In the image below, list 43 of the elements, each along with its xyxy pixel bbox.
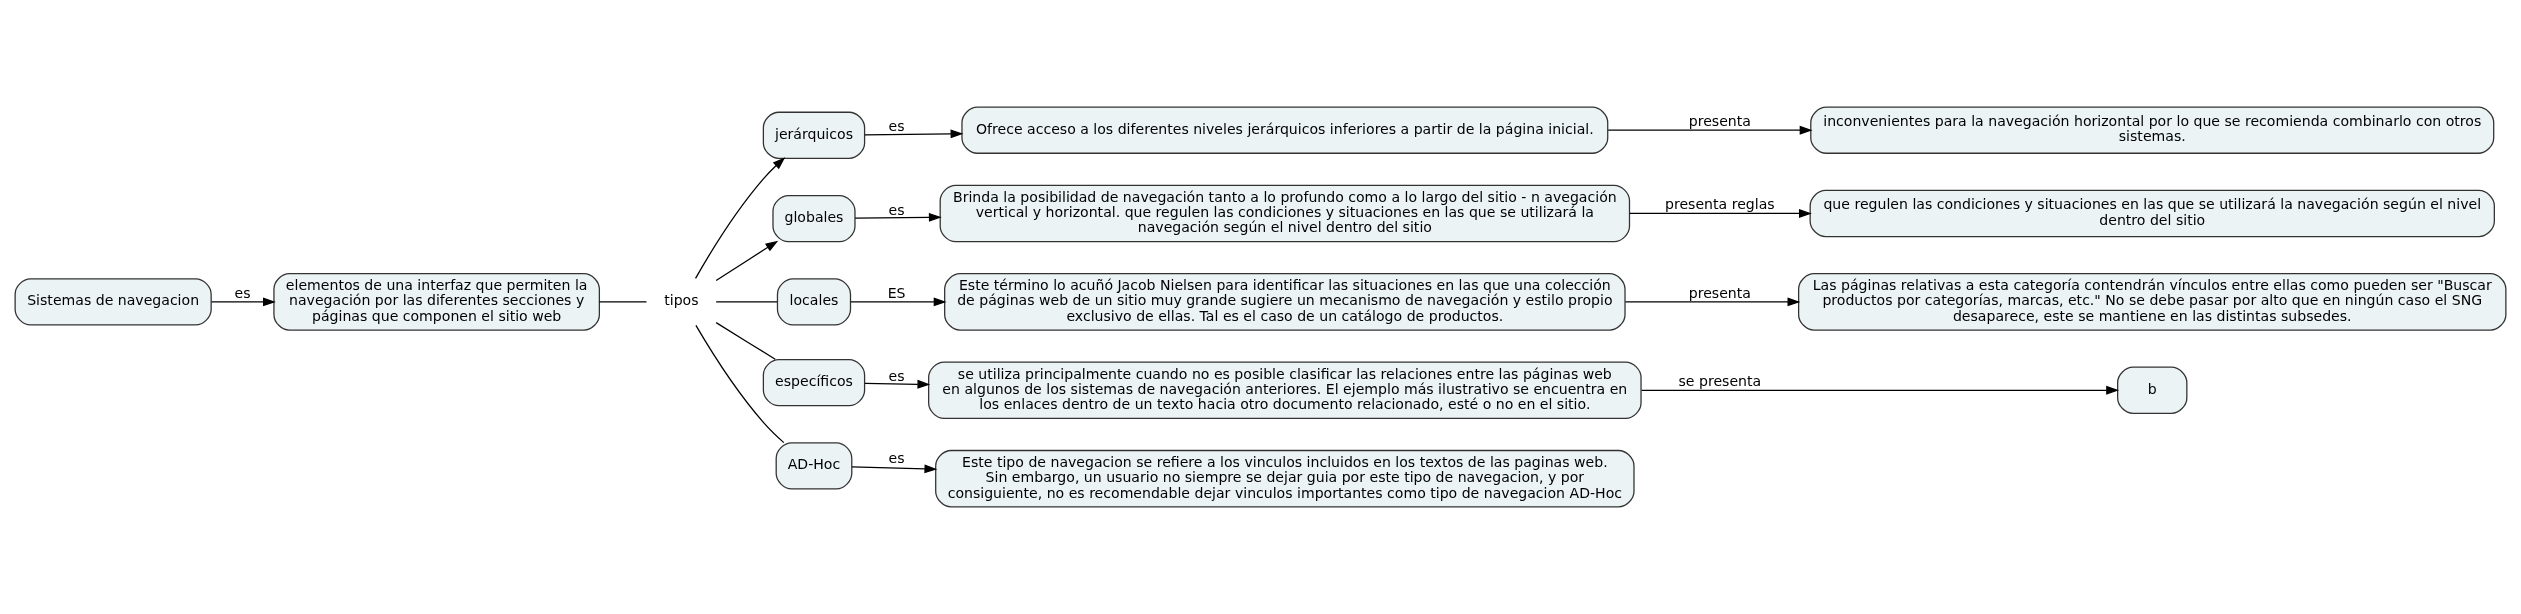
arrow [715,240,779,282]
arrow [1629,208,1812,218]
arrow [854,212,942,222]
arrow [694,157,786,279]
edge-label: es [888,201,905,218]
arrow [210,297,276,307]
node-box: Las páginas relativas a esta categoría contendrán vínculos entre ellas como pueden ser "Buscar productos por categorías, marcas, etc." No se debe pasar por alto que en ningún caso el SNG desaparece, este se mantiene en las distintas subsedes. [1797,273,2507,331]
edge-label: ES [887,284,906,301]
edge-label: es [888,450,905,467]
connector [695,324,785,444]
node-box: locales [776,278,852,326]
edge-label: se presenta [1678,373,1762,390]
node-box: AD-Hoc [775,442,853,490]
edge-label: presenta [1688,284,1751,301]
node-box: específicos [762,358,866,407]
connector [598,301,648,303]
connector [715,322,776,360]
node-box: b [2117,366,2188,414]
arrow [1624,297,1801,307]
node-box: Este término lo acuñó Jacob Nielsen para identificar las situaciones en las que una colección de páginas web de un sitio muy grande sugiere un mecanismo de navegación y estilo propio exclusivo de ellas. Tal es el caso de un catálogo de productos. [944,273,1626,331]
arrow [864,379,931,389]
node-box: jerárquicos [762,111,866,159]
edge-label: es [234,284,251,301]
node-box: Este tipo de navegacion se refiere a los vinculos incluidos en los textos de las paginas web. Sin embargo, un usuario no siempre se dejar guia por este tipo de navegacion, y por consiguiente, no es recomendable dejar vinculos importantes como tipo de navegacion AD-Hoc [935,449,1635,508]
node-box: Brinda la posibilidad de navegación tanto a lo profundo como a lo largo del sitio - n avegación vertical y horizontal. que regulen las condiciones y situaciones en las que se utilizará la navegación según el nivel dentro del sitio [939,184,1631,243]
node-box: que regulen las condiciones y situaciones en las que se utilizará la navegación según el nivel dentro del sitio [1809,189,2495,238]
edge-label: es [888,118,905,135]
arrow [864,129,964,139]
edge-label: presenta reglas [1665,196,1775,213]
edge-label: es [888,368,905,385]
node-box: globales [772,194,856,243]
connector [715,301,778,303]
node-box: inconvenientes para la navegación horizontal por lo que se recomienda combinarlo con otros sistemas. [1810,106,2495,154]
node-box: se utiliza principalmente cuando no es posible clasificar las relaciones entre las páginas web en algunos de los sistemas de navegación anteriores. El ejemplo más ilustrativo se encuentra en los enlaces dentro de un texto hacia otro documento relacionado, esté o no en el sitio. [928,361,1642,420]
node-text: tipos [664,292,699,309]
arrow [1641,385,2119,395]
node-box: Sistemas de navegacion [14,278,212,326]
node-box: elementos de una interfaz que permiten la navegación por las diferentes secciones y páginas que componen el sitio web [273,273,600,331]
node-box: Ofrece acceso a los diferentes niveles jerárquicos inferiores a partir de la página inicial. [961,106,1609,154]
arrow [1607,125,1813,135]
arrow [850,297,947,307]
edge-label: presenta [1688,113,1751,130]
arrow [851,464,938,474]
